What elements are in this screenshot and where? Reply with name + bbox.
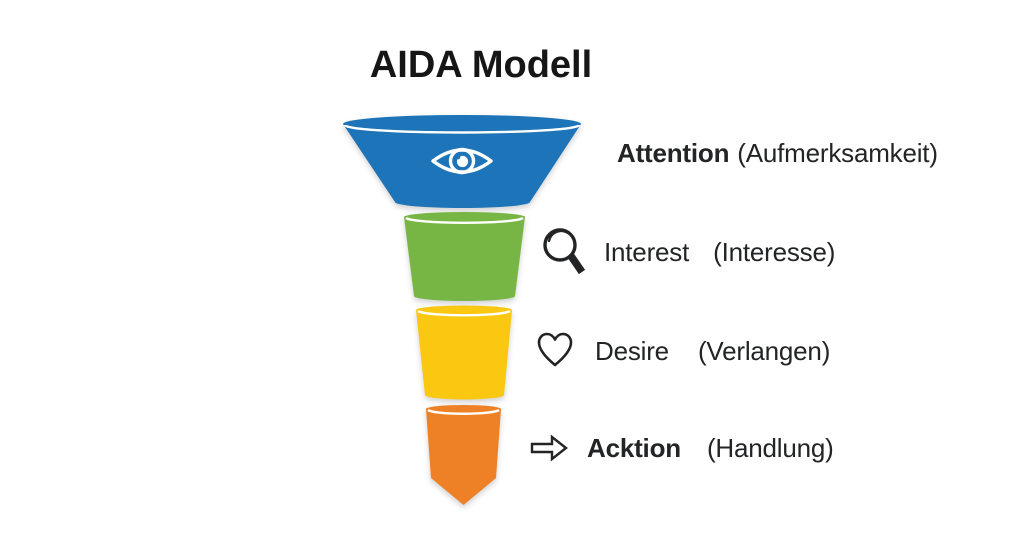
- stage-label-action: Acktion (Handlung): [529, 428, 834, 468]
- funnel-rim-desire: [417, 309, 511, 317]
- stage-label-desire: Desire (Verlangen): [536, 330, 830, 372]
- stage-name: Acktion: [587, 432, 681, 463]
- stage-name: Attention: [617, 137, 730, 168]
- eye-icon: [431, 147, 493, 175]
- stage-name: Desire: [595, 335, 669, 366]
- heart-icon: [537, 332, 573, 367]
- stage-translation: (Aufmerksamkeit): [737, 137, 938, 168]
- stage-translation: (Handlung): [706, 432, 834, 463]
- page-title: AIDA Modell: [369, 44, 593, 86]
- funnel-stage-desire: [416, 305, 512, 400]
- funnel-stage-interest: [404, 212, 525, 301]
- stage-translation: (Verlangen): [697, 335, 831, 366]
- arrow-icon: [530, 434, 568, 462]
- funnel-rim-interest: [405, 216, 524, 224]
- stage-label-interest: Interest (Interesse): [541, 226, 835, 278]
- magnifier-icon: [543, 228, 586, 275]
- funnel-stage-action: [426, 405, 501, 505]
- stage-translation: (Interesse): [713, 236, 836, 267]
- funnel-rim-attention: [343, 124, 581, 134]
- stage-name: Interest: [604, 236, 690, 267]
- funnel-rim-action: [427, 408, 500, 415]
- stage-label-attention: Attention (Aufmerksamkeit): [617, 134, 938, 172]
